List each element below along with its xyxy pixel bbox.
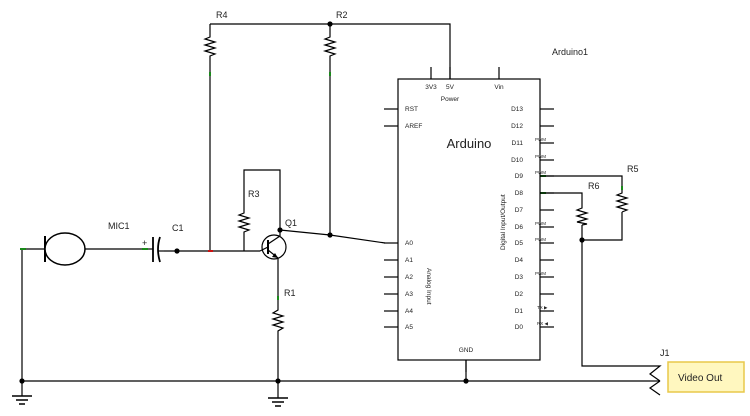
pin-d1-label: D1 [515,308,524,315]
pwm-tag-d9: PWM [535,170,546,175]
pin-a2-label: A2 [405,274,413,281]
connector-j1: Video Out [648,361,745,396]
pin-a5-label: A5 [405,324,413,331]
pin-d12-label: D12 [511,123,523,130]
pwm-tag-d10: PWM [535,154,546,159]
junction-dots [19,21,585,384]
arduino-title: Arduino [447,136,492,151]
r3-top-lead [243,169,281,230]
label-c1: C1 [172,223,184,233]
microphone-mic1 [44,232,86,266]
arduino-board: Arduino Power GND 3V3 5V Vin RST AREF A0… [384,67,554,372]
label-r4: R4 [216,10,228,20]
right-pin-stubs [540,108,554,328]
pwm-tag-d6: PWM [535,221,546,226]
label-q1: Q1 [285,218,297,228]
resistor-r4 [202,34,218,58]
pin-d13-label: D13 [511,106,523,113]
wires [21,23,652,390]
pin-d7-label: D7 [515,207,524,214]
pin-d10-label: D10 [511,157,523,164]
label-j1: J1 [660,348,670,358]
power-label: Power [441,96,460,103]
top-rail-wire [210,23,451,80]
label-mic1: MIC1 [108,221,130,231]
analog-input-label: Analog Input [425,268,432,305]
resistor-r6 [574,205,590,226]
pin-d9-label: D9 [515,173,524,180]
label-arduino1: Arduino1 [552,47,588,57]
d9-wire [540,175,623,190]
pin-a4-label: A4 [405,308,413,315]
pin-3v3-label: 3V3 [425,84,437,91]
ground-symbol-center [268,390,288,407]
label-r6: R6 [588,181,600,191]
gnd-label: GND [459,347,474,354]
capacitor-c1 [148,236,164,263]
pin-aref-label: AREF [405,123,422,130]
label-r5: R5 [627,164,639,174]
resistor-r3 [236,210,252,240]
pin-d6-label: D6 [515,224,524,231]
pin-d11-label: D11 [512,140,524,147]
resistor-r1 [270,306,286,340]
left-pin-stubs [384,108,398,328]
pin-d0-label: D0 [515,324,524,331]
pin-5v-label: 5V [446,84,455,91]
pin-d5-label: D5 [515,240,524,247]
resistor-r5 [614,190,630,213]
digital-io-label: Digital Input/Output [500,194,507,250]
rx-tag: RX ◀ [537,321,549,326]
arduino-outline [397,78,541,361]
resistors [202,34,630,340]
label-r2: R2 [336,10,348,20]
label-r1: R1 [284,288,296,298]
a0-signal-wire [279,229,386,244]
d8-wire [540,192,583,205]
video-out-label: Video Out [678,373,723,384]
label-r3: R3 [248,189,260,199]
pin-rst-label: RST [405,106,418,113]
pin-d4-label: D4 [515,257,524,264]
tx-tag: TX ▶ [537,305,548,310]
pin-d8-label: D8 [515,190,524,197]
transistor-q1 [259,230,287,262]
pwm-tag-d11: PWM [535,137,546,142]
pwm-tag-d5: PWM [535,237,546,242]
pin-a0-label: A0 [405,240,413,247]
pwm-tag-d3: PWM [535,271,546,276]
component-labels: R4 R2 R3 R1 R5 R6 Q1 C1 + MIC1 Arduino1 … [108,10,670,358]
r6-bottom-wire [581,225,652,367]
pin-a1-label: A1 [405,257,413,264]
video-out-box [667,361,745,393]
mic-left-wire [21,248,45,381]
r5-bottom-wire [582,212,623,241]
label-plus: + [142,238,147,248]
pin-a3-label: A3 [405,291,413,298]
pin-d2-label: D2 [515,291,524,298]
resistor-r2 [322,34,338,58]
pin-d3-label: D3 [515,274,524,281]
ground-symbol-left [12,381,32,405]
pin-vin-label: Vin [494,84,504,91]
